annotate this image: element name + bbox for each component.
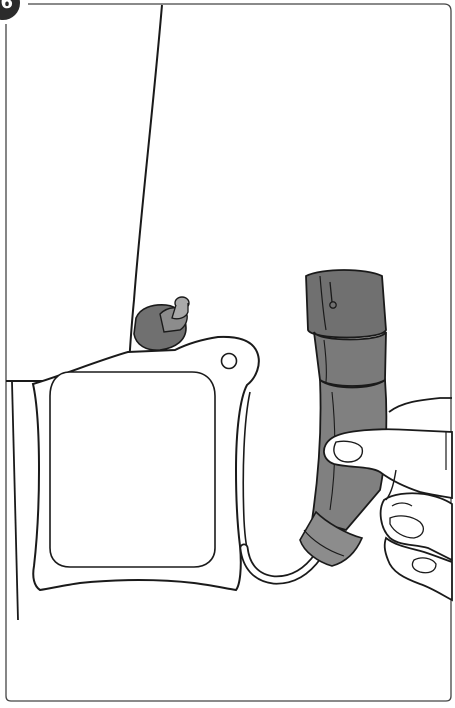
hand xyxy=(323,397,453,602)
step-number-badge: 6 xyxy=(0,0,20,20)
tube-inner xyxy=(241,545,321,583)
patch-inner-pad xyxy=(49,371,216,568)
panel-frame xyxy=(5,3,452,702)
valve-port xyxy=(133,296,190,351)
applicator-device xyxy=(299,269,388,567)
patch-eyelet xyxy=(220,352,238,370)
skin-line-left xyxy=(11,381,19,621)
patch-side-rim xyxy=(242,391,251,561)
